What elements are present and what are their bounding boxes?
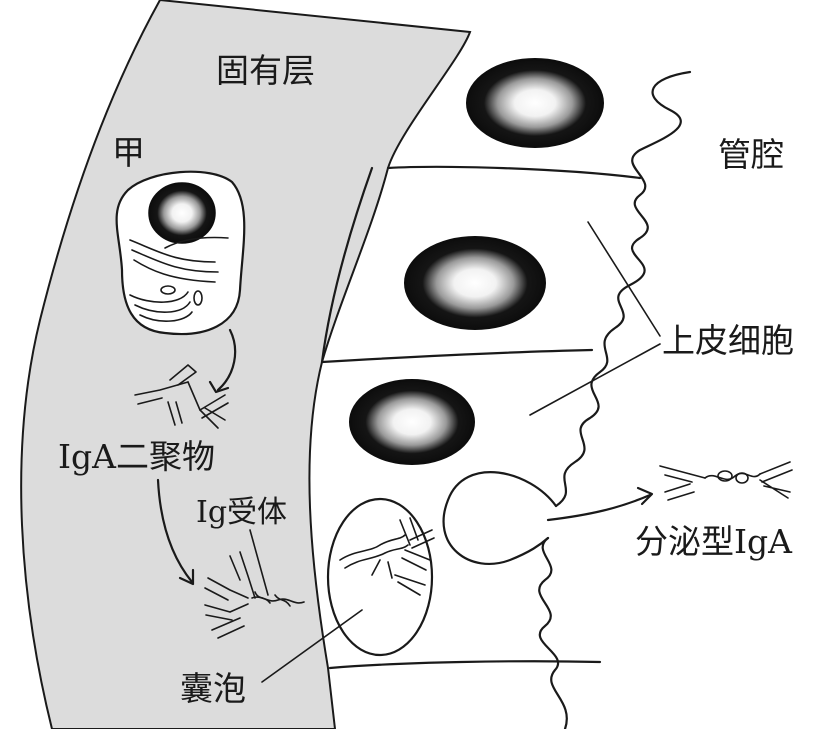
label-cell-jia: 甲	[112, 133, 145, 172]
label-secretory-iga: 分泌型IgA	[635, 522, 793, 561]
label-lumen: 管腔	[718, 135, 784, 174]
cell-border-1	[388, 167, 640, 178]
label-lamina-propria: 固有层	[216, 51, 315, 90]
label-epithelial-cells: 上皮细胞	[662, 321, 794, 360]
epithelial-pointer-2	[530, 344, 660, 415]
nucleus-3	[350, 380, 474, 464]
transcytosis-vesicle	[328, 499, 434, 655]
label-vesicle: 囊泡	[180, 669, 246, 708]
nucleus-2	[405, 237, 545, 329]
label-ig-receptor: Ig受体	[196, 495, 287, 530]
plasma-cell-nucleus	[149, 183, 215, 243]
cell-border-2	[322, 350, 592, 362]
label-iga-dimer: IgA二聚物	[58, 437, 215, 476]
nucleus-1	[467, 59, 603, 147]
plasma-cell-jia	[117, 172, 245, 334]
exocytosis-vesicle	[444, 472, 556, 564]
cell-border-3	[330, 661, 600, 668]
secretory-iga-glyph	[660, 462, 792, 500]
